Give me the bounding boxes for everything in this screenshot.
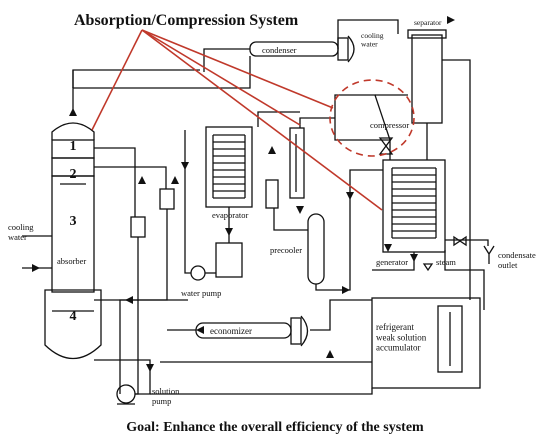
generator-unit bbox=[382, 159, 446, 253]
water-pump-symbol bbox=[190, 265, 206, 281]
compressor-highlight-circle bbox=[329, 79, 415, 157]
steam-label: steam bbox=[436, 257, 456, 267]
precooler-label: precooler bbox=[270, 245, 302, 255]
absorber-section-4: 4 bbox=[70, 309, 77, 324]
separator-label: separator bbox=[414, 18, 442, 27]
filter-box-right bbox=[159, 188, 175, 210]
highlight-lines bbox=[91, 29, 415, 211]
filter-box-left bbox=[130, 216, 146, 238]
evaporator-label: evaporator bbox=[212, 210, 249, 220]
flow-arrows bbox=[32, 16, 455, 372]
condenser-label: condenser bbox=[262, 45, 297, 55]
highlight-line-generator bbox=[141, 29, 383, 211]
absorber-section-3: 3 bbox=[70, 214, 77, 229]
rectifier-tank bbox=[265, 179, 279, 209]
separator-vessel bbox=[411, 34, 443, 124]
highlight-line-precooler bbox=[141, 29, 301, 126]
goal-caption: Goal: Enhance the overall efficiency of … bbox=[126, 420, 424, 435]
accumulator-vessel bbox=[371, 297, 481, 389]
steam-valve bbox=[453, 235, 467, 247]
highlight-line-compressor bbox=[141, 29, 334, 109]
piping bbox=[22, 19, 489, 395]
diagram-title: Absorption/Compression System bbox=[74, 12, 299, 29]
absorber-column bbox=[44, 122, 102, 359]
compressor-label: compressor bbox=[370, 120, 409, 130]
generator-label: generator bbox=[376, 257, 408, 267]
absorber-label: absorber bbox=[57, 256, 86, 266]
water-tank bbox=[215, 242, 243, 278]
compressor-body bbox=[334, 94, 391, 141]
economizer-label: economizer bbox=[210, 326, 252, 336]
water-pump-label: water pump bbox=[181, 288, 221, 298]
absorber-section-1: 1 bbox=[70, 139, 77, 154]
condensate-valve bbox=[422, 263, 434, 272]
precooler-unit bbox=[289, 127, 325, 285]
absorber-section-2: 2 bbox=[70, 167, 77, 182]
highlight-line-absorber bbox=[91, 29, 143, 131]
evaporator-unit bbox=[205, 126, 253, 208]
